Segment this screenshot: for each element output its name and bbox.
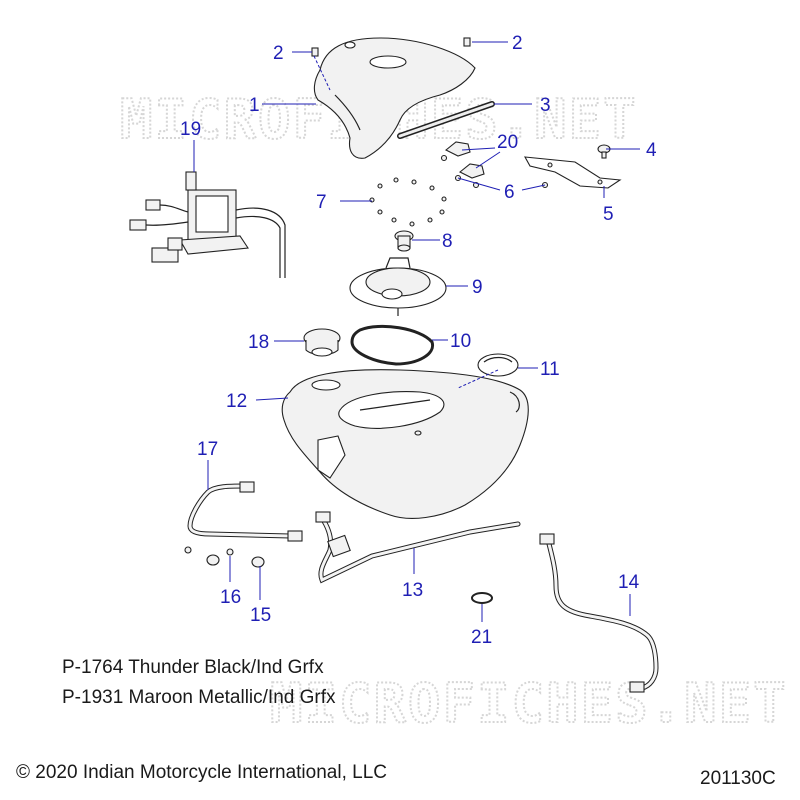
clamp-16 <box>184 546 234 566</box>
clip-20-b <box>458 163 485 179</box>
gasket-10 <box>350 324 434 366</box>
callout-5: 5 <box>603 204 614 225</box>
callout-10: 10 <box>450 331 471 352</box>
callout-3: 3 <box>540 95 551 116</box>
callout-9: 9 <box>472 277 483 298</box>
callout-20: 20 <box>497 132 518 153</box>
callout-15: 15 <box>250 605 271 626</box>
vent-line-13 <box>315 511 521 584</box>
callout-6: 6 <box>504 182 515 203</box>
cap-11 <box>477 353 519 377</box>
callout-17: 17 <box>197 439 218 460</box>
paint-code-2: P-1931 Maroon Metallic/Ind Grfx <box>62 687 336 708</box>
drain-line-14 <box>539 533 659 693</box>
callout-11: 11 <box>540 359 560 380</box>
ring-21 <box>471 592 493 604</box>
bracket-5 <box>524 156 622 189</box>
callout-8: 8 <box>442 231 453 252</box>
callout-19: 19 <box>180 119 201 140</box>
tank-console <box>313 37 476 159</box>
callout-2-right: 2 <box>512 33 523 54</box>
pump-flange-9 <box>349 257 447 316</box>
clamp-15 <box>251 556 265 568</box>
diagram-number: 201130C <box>700 768 776 789</box>
paint-code-1: P-1764 Thunder Black/Ind Grfx <box>62 657 324 678</box>
copyright: © 2020 Indian Motorcycle International, … <box>16 762 387 783</box>
callout-7: 7 <box>316 192 327 213</box>
clip-20-a <box>444 141 471 157</box>
leader-lines <box>193 41 640 622</box>
filler-cap-18 <box>303 328 341 357</box>
fuel-pump-19 <box>129 171 286 278</box>
callouts: 1 2 2 3 4 5 6 7 8 9 10 11 12 13 14 15 16… <box>180 33 657 648</box>
watermark-bottom: MICROFICHES.NET <box>270 672 788 735</box>
callout-16: 16 <box>220 587 241 608</box>
fuel-tank-12 <box>281 369 529 519</box>
callout-14: 14 <box>618 572 640 593</box>
fitting-8 <box>394 230 414 252</box>
screw-2-right <box>463 37 471 47</box>
callout-18: 18 <box>248 332 269 353</box>
bolt-4 <box>597 144 611 159</box>
fastener-ring-7 <box>369 177 447 227</box>
callout-13: 13 <box>402 580 423 601</box>
callout-2-left: 2 <box>273 43 284 64</box>
callout-12: 12 <box>226 391 247 412</box>
hose-17 <box>187 481 303 542</box>
trim-strip <box>397 101 495 139</box>
callout-4: 4 <box>646 140 657 161</box>
screw-2-left <box>311 47 319 57</box>
callout-21: 21 <box>471 627 492 648</box>
callout-1: 1 <box>249 95 260 116</box>
